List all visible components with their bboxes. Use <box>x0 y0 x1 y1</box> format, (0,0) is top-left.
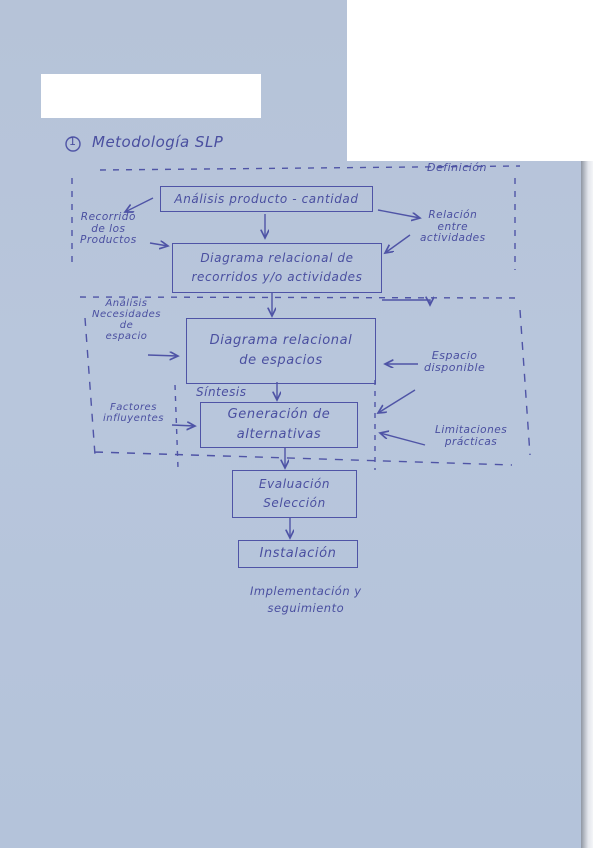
note-analisis-espacio: Análisis Necesidades de espacio <box>92 298 161 342</box>
note-recorrido-productos: Recorrido de los Productos <box>80 211 137 247</box>
box-diagrama-recorridos: Diagrama relacional de recorridos y/o ac… <box>172 243 382 293</box>
arrow-espacio-b4 <box>378 389 416 413</box>
redaction-block-title <box>41 74 261 118</box>
arrow-relacion-top <box>377 209 420 218</box>
section-label-definicion: Definición <box>427 161 487 174</box>
definition-dashed-frame <box>71 165 521 299</box>
note-factores-influyentes: Factores influyentes <box>103 402 164 424</box>
analysis-dashed-frame <box>84 309 531 466</box>
synthesis-dashed-frame <box>174 380 376 470</box>
label-implementacion-seguimiento: Implementación y seguimiento <box>250 584 362 615</box>
feedback-line <box>382 300 430 305</box>
arrow-limitaciones <box>380 433 426 446</box>
step-number: 1 <box>69 135 77 148</box>
box-instalacion: Instalación <box>238 540 358 568</box>
arrow-relacion-b2 <box>385 234 411 253</box>
page-edge <box>581 0 593 848</box>
note-limitaciones-practicas: Limitaciones prácticas <box>435 424 508 448</box>
number-circle <box>65 136 81 152</box>
arrow-productos <box>149 243 168 246</box>
box-evaluacion-seleccion: Evaluación Selección <box>232 470 357 518</box>
arrow-recorrido <box>125 197 154 212</box>
label-sintesis: Síntesis <box>196 385 247 399</box>
box-diagrama-espacios: Diagrama relacional de espacios <box>186 318 376 384</box>
box-generacion-alternativas: Generación de alternativas <box>200 402 358 448</box>
box-analisis-producto-cantidad: Análisis producto - cantidad <box>160 186 373 212</box>
arrow-analisis <box>147 355 178 356</box>
redaction-block-top-right <box>347 0 593 161</box>
page-title: Metodología SLP <box>92 133 224 151</box>
note-espacio-disponible: Espacio disponible <box>424 349 486 375</box>
arrow-factores <box>171 425 195 426</box>
note-relacion-actividades: Relación entre actividades <box>420 209 486 245</box>
